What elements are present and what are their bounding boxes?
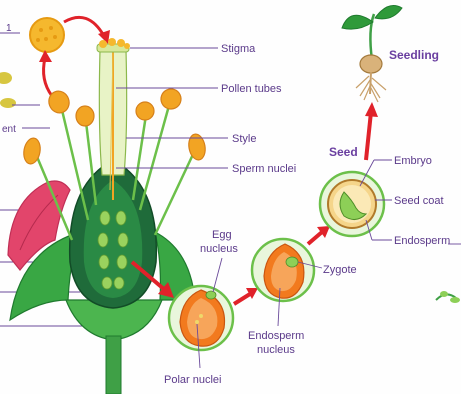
label-seed: Seed xyxy=(329,145,358,159)
arrow-anther-to-pollen xyxy=(44,58,52,96)
seed-circle xyxy=(320,172,384,236)
label-pollen-tubes: Pollen tubes xyxy=(221,83,282,95)
label-cut-2: ent xyxy=(2,124,16,135)
ovule-circle xyxy=(169,286,233,350)
label-seedling: Seedling xyxy=(389,48,439,62)
arrow-ovule-to-zygote xyxy=(234,294,250,304)
label-cut-1: 1 xyxy=(6,23,12,34)
label-seed-coat: Seed coat xyxy=(394,195,444,207)
cut-anther-left xyxy=(0,72,16,108)
label-polar-nuclei: Polar nuclei xyxy=(164,374,221,386)
cut-sprout-right xyxy=(436,291,460,303)
label-endosperm-nucleus-line1: Endosperm xyxy=(248,330,304,342)
leader-egg-nucleus xyxy=(213,258,222,292)
label-stigma: Stigma xyxy=(221,43,256,55)
arrow-pollen-to-stigma xyxy=(64,17,104,36)
label-egg-line2: nucleus xyxy=(200,243,238,255)
arrow-seed-to-seedling xyxy=(366,112,371,160)
label-sperm-nuclei: Sperm nuclei xyxy=(232,163,296,175)
label-endosperm: Endosperm xyxy=(394,235,450,247)
zygote-circle xyxy=(252,239,314,301)
label-zygote: Zygote xyxy=(323,264,357,276)
stalk xyxy=(106,336,121,394)
label-embryo: Embryo xyxy=(394,155,432,167)
arrow-zygote-to-seed xyxy=(308,232,322,244)
pollen-grain xyxy=(30,18,64,52)
stigma xyxy=(97,38,130,52)
label-style: Style xyxy=(232,133,256,145)
label-egg-line1: Egg xyxy=(212,229,232,241)
label-endosperm-nucleus-line2: nucleus xyxy=(257,344,295,356)
